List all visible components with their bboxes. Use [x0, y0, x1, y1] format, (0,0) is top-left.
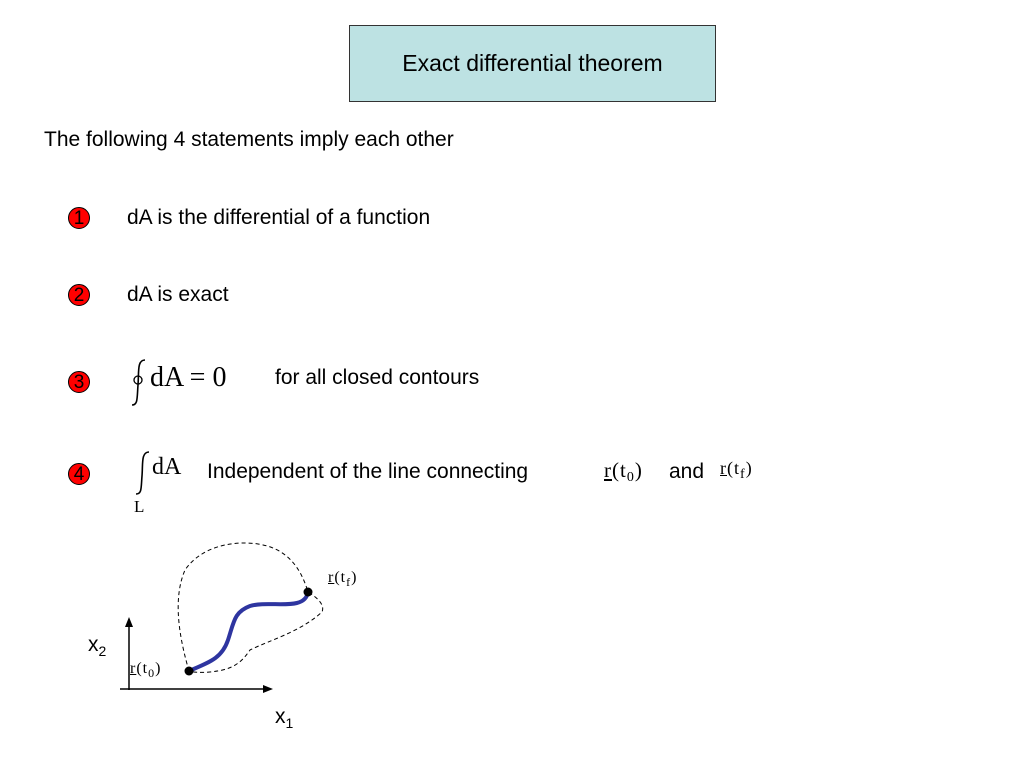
close-paren: ): [351, 569, 358, 586]
title-box: Exact differential theorem: [349, 25, 716, 102]
statement-4-text: Independent of the line connecting: [207, 460, 529, 483]
statement-2-badge: 2: [68, 284, 90, 306]
close-paren: ): [155, 660, 162, 677]
diagram-r-tf-label: r(tf): [328, 569, 357, 590]
open-paren: (: [136, 660, 143, 677]
statement-3-math: dA = 0: [150, 362, 227, 393]
r-t0-label: r(t0): [604, 458, 643, 486]
t-symbol: t: [142, 660, 149, 677]
end-point: [303, 587, 313, 597]
x-axis-sub: 1: [285, 715, 294, 732]
closed-contour: [177, 542, 324, 673]
open-paren: (: [334, 569, 341, 586]
close-paren: ): [745, 458, 753, 478]
statement-4-math: dA: [152, 454, 182, 480]
y-axis-sub: 2: [98, 643, 107, 660]
connector-and: and: [669, 460, 705, 483]
statement-3-badge: 3: [68, 371, 90, 393]
sub-final: f: [346, 575, 352, 589]
statement-2-text: dA is exact: [127, 283, 229, 306]
statement-4-badge: 4: [68, 463, 90, 485]
r-symbol: r: [604, 458, 612, 482]
r-symbol: r: [720, 458, 727, 478]
statement-1-badge: 1: [68, 207, 90, 229]
connecting-path: [187, 590, 310, 673]
x-axis-arrow: [263, 685, 273, 693]
statement-1-text: dA is the differential of a function: [127, 206, 431, 229]
r-symbol: r: [130, 660, 137, 677]
r-symbol: r: [328, 569, 335, 586]
t-symbol: t: [340, 569, 347, 586]
start-point: [184, 666, 194, 676]
t-symbol: t: [734, 458, 741, 478]
sub-zero: 0: [626, 470, 635, 485]
open-paren: (: [727, 458, 734, 478]
page-title: Exact differential theorem: [402, 50, 663, 76]
t-symbol: t: [620, 458, 627, 482]
x-axis-label: x1: [275, 705, 293, 731]
sub-final: f: [740, 467, 746, 482]
integral-limit-L: L: [134, 497, 145, 516]
open-paren: (: [612, 458, 620, 482]
close-paren: ): [634, 458, 643, 482]
x-axis-x: x: [275, 705, 286, 728]
y-axis-label: x2: [88, 633, 106, 659]
diagram-r-t0-label: r(t0): [130, 660, 161, 681]
y-axis-arrow: [125, 617, 133, 627]
y-axis-x: x: [88, 633, 99, 656]
sub-zero: 0: [148, 666, 156, 680]
statement-3-text: for all closed contours: [275, 366, 480, 389]
r-tf-label: r(tf): [720, 458, 753, 483]
intro-text: The following 4 statements imply each ot…: [44, 128, 454, 151]
